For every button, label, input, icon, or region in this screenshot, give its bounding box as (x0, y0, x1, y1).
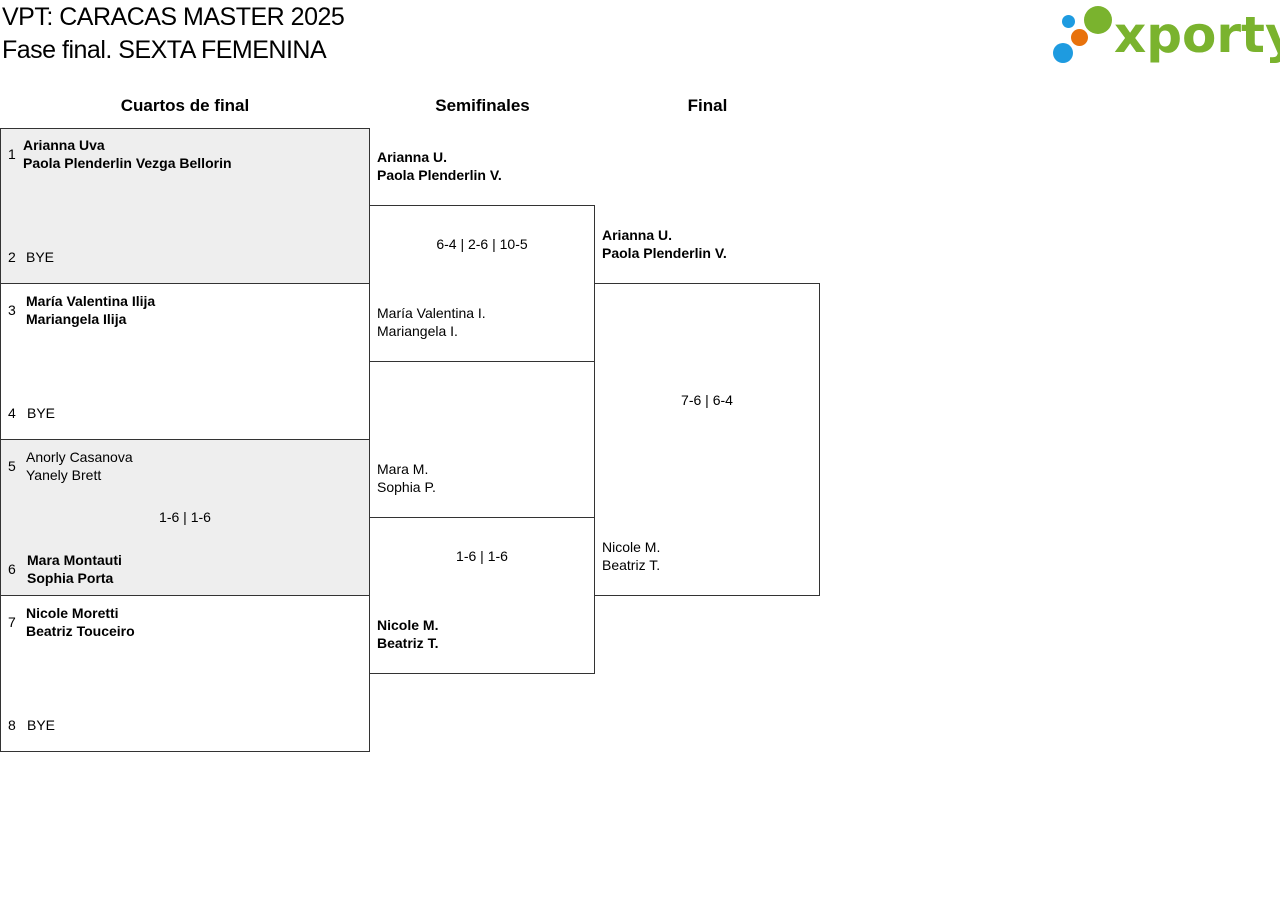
player-name: Nicole M. (602, 539, 661, 555)
seed-number: 1 (8, 146, 16, 162)
round-heading-semifinals: Semifinales (435, 96, 530, 115)
team-entry[interactable]: Arianna Uva Paola Plenderlin Vezga Bello… (23, 136, 232, 172)
player-name: Beatriz T. (377, 635, 439, 651)
player-name: Anorly Casanova (26, 449, 133, 465)
team-entry[interactable]: Mara Montauti Sophia Porta (27, 551, 122, 587)
player-name: Mara M. (377, 461, 429, 477)
xporty-logo[interactable]: xporty (1050, 3, 1280, 67)
player-name: Beatriz Touceiro (26, 623, 135, 639)
bye-entry: BYE (27, 404, 55, 422)
player-name: Nicole Moretti (26, 605, 119, 621)
seed-number: 7 (8, 614, 16, 630)
player-name: Yanely Brett (26, 467, 102, 483)
player-name: Mariangela Ilija (26, 311, 127, 327)
round-heading-final: Final (687, 96, 728, 115)
seed-number: 3 (8, 302, 16, 318)
seed-number: 6 (8, 561, 16, 577)
quarterfinal-match-1 (0, 128, 370, 284)
quarterfinal-match-3 (0, 439, 370, 596)
logo-dot-blue-small (1062, 15, 1075, 28)
player-name: Sophia P. (377, 479, 436, 495)
semifinal-team[interactable]: Mara M. Sophia P. (377, 460, 436, 496)
player-name: BYE (27, 405, 56, 421)
player-name: Nicole M. (377, 617, 439, 633)
seed-number: 5 (8, 458, 16, 474)
bye-entry: BYE (27, 716, 55, 734)
semifinal-team[interactable]: Nicole M. Beatriz T. (377, 616, 438, 652)
player-name: Sophia Porta (27, 570, 114, 586)
player-name: Arianna U. (377, 149, 448, 165)
match-score: 1-6 | 1-6 (456, 548, 508, 564)
match-score: 6-4 | 2-6 | 10-5 (436, 236, 528, 252)
final-match (594, 283, 820, 596)
logo-dot-green (1084, 6, 1112, 34)
phase-subtitle: Fase final. SEXTA FEMENINA (2, 36, 327, 64)
player-name: BYE (27, 717, 56, 733)
logo-dot-orange (1071, 29, 1088, 46)
player-name: Beatriz T. (602, 557, 661, 573)
seed-number: 2 (8, 249, 16, 265)
player-name: Arianna Uva (23, 137, 105, 153)
tournament-title: VPT: CARACAS MASTER 2025 (2, 3, 345, 31)
seed-number: 8 (8, 717, 16, 733)
player-name: María Valentina I. (377, 305, 486, 321)
semifinal-team[interactable]: María Valentina I. Mariangela I. (377, 304, 486, 340)
round-heading-quarterfinals: Cuartos de final (120, 96, 250, 115)
final-score: 7-6 | 6-4 (681, 392, 733, 408)
team-entry[interactable]: María Valentina Ilija Mariangela Ilija (26, 292, 155, 328)
final-team[interactable]: Nicole M. Beatriz T. (602, 538, 660, 574)
final-team[interactable]: Arianna U. Paola Plenderlin V. (602, 226, 727, 262)
bye-entry: BYE (26, 248, 54, 266)
player-name: Arianna U. (602, 227, 673, 243)
player-name: Mara Montauti (27, 552, 122, 568)
player-name: Paola Plenderlin V. (602, 245, 727, 261)
player-name: Mariangela I. (377, 323, 458, 339)
logo-dot-blue-large (1053, 43, 1073, 63)
player-name: María Valentina Ilija (26, 293, 156, 309)
team-entry[interactable]: Nicole Moretti Beatriz Touceiro (26, 604, 135, 640)
player-name: Paola Plenderlin V. (377, 167, 502, 183)
seed-number: 4 (8, 405, 16, 421)
match-score: 1-6 | 1-6 (159, 509, 211, 525)
semifinal-team[interactable]: Arianna U. Paola Plenderlin V. (377, 148, 502, 184)
team-entry[interactable]: Anorly Casanova Yanely Brett (26, 448, 133, 484)
player-name: BYE (26, 249, 55, 265)
logo-wordmark: xporty (1114, 6, 1280, 64)
player-name: Paola Plenderlin Vezga Bellorin (23, 155, 232, 171)
